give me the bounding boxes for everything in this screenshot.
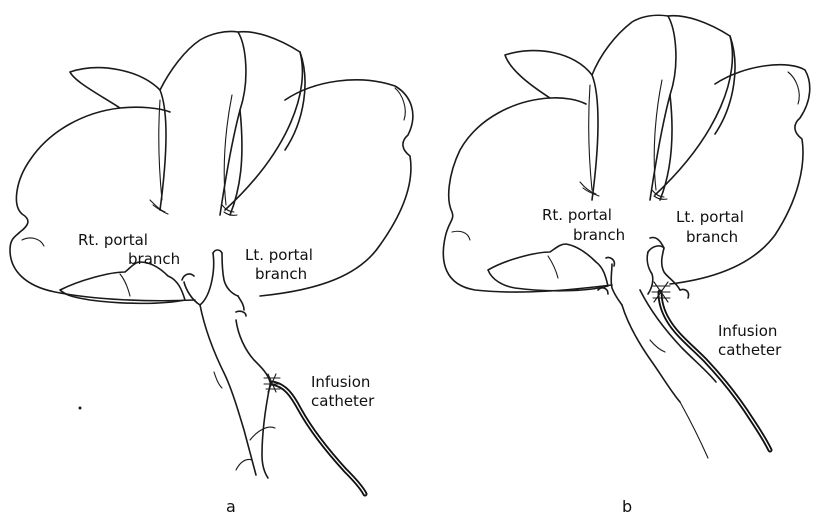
panel-a-lt-portal-label-line2: branch: [255, 265, 307, 283]
panel-b-rt-portal-label-line1: Rt. portal: [542, 206, 612, 224]
panel-a-catheter-label-line2: catheter: [311, 392, 375, 410]
panel-a-letter: a: [226, 497, 236, 516]
panel-b-lt-portal-label-line2: branch: [686, 228, 738, 246]
panel-a-catheter-label-line1: Infusion: [311, 373, 370, 391]
panel-b-portal-vein: [598, 237, 716, 458]
panel-b-liver-outline: [443, 15, 809, 292]
panel-a-portal-vein: [79, 250, 276, 478]
panel-b-catheter-label-line2: catheter: [718, 341, 782, 359]
panel-b-infusion-catheter: [652, 282, 770, 450]
panel-b-lt-portal-label-line1: Lt. portal: [676, 208, 744, 226]
panel-a-lt-portal-label-line1: Lt. portal: [245, 246, 313, 264]
panel-a-rt-portal-label-line2: branch: [128, 250, 180, 268]
panel-b-catheter-label-line1: Infusion: [718, 322, 777, 340]
panel-a-rt-portal-label-line1: Rt. portal: [78, 231, 148, 249]
panel-a-liver-outline: [10, 31, 413, 303]
panel-b-letter: b: [622, 497, 632, 516]
panel-b: Rt. portal branch Lt. portal branch Infu…: [443, 15, 809, 516]
panel-b-rt-portal-label-line2: branch: [573, 226, 625, 244]
panel-a: Rt. portal branch Lt. portal branch Infu…: [10, 31, 413, 516]
